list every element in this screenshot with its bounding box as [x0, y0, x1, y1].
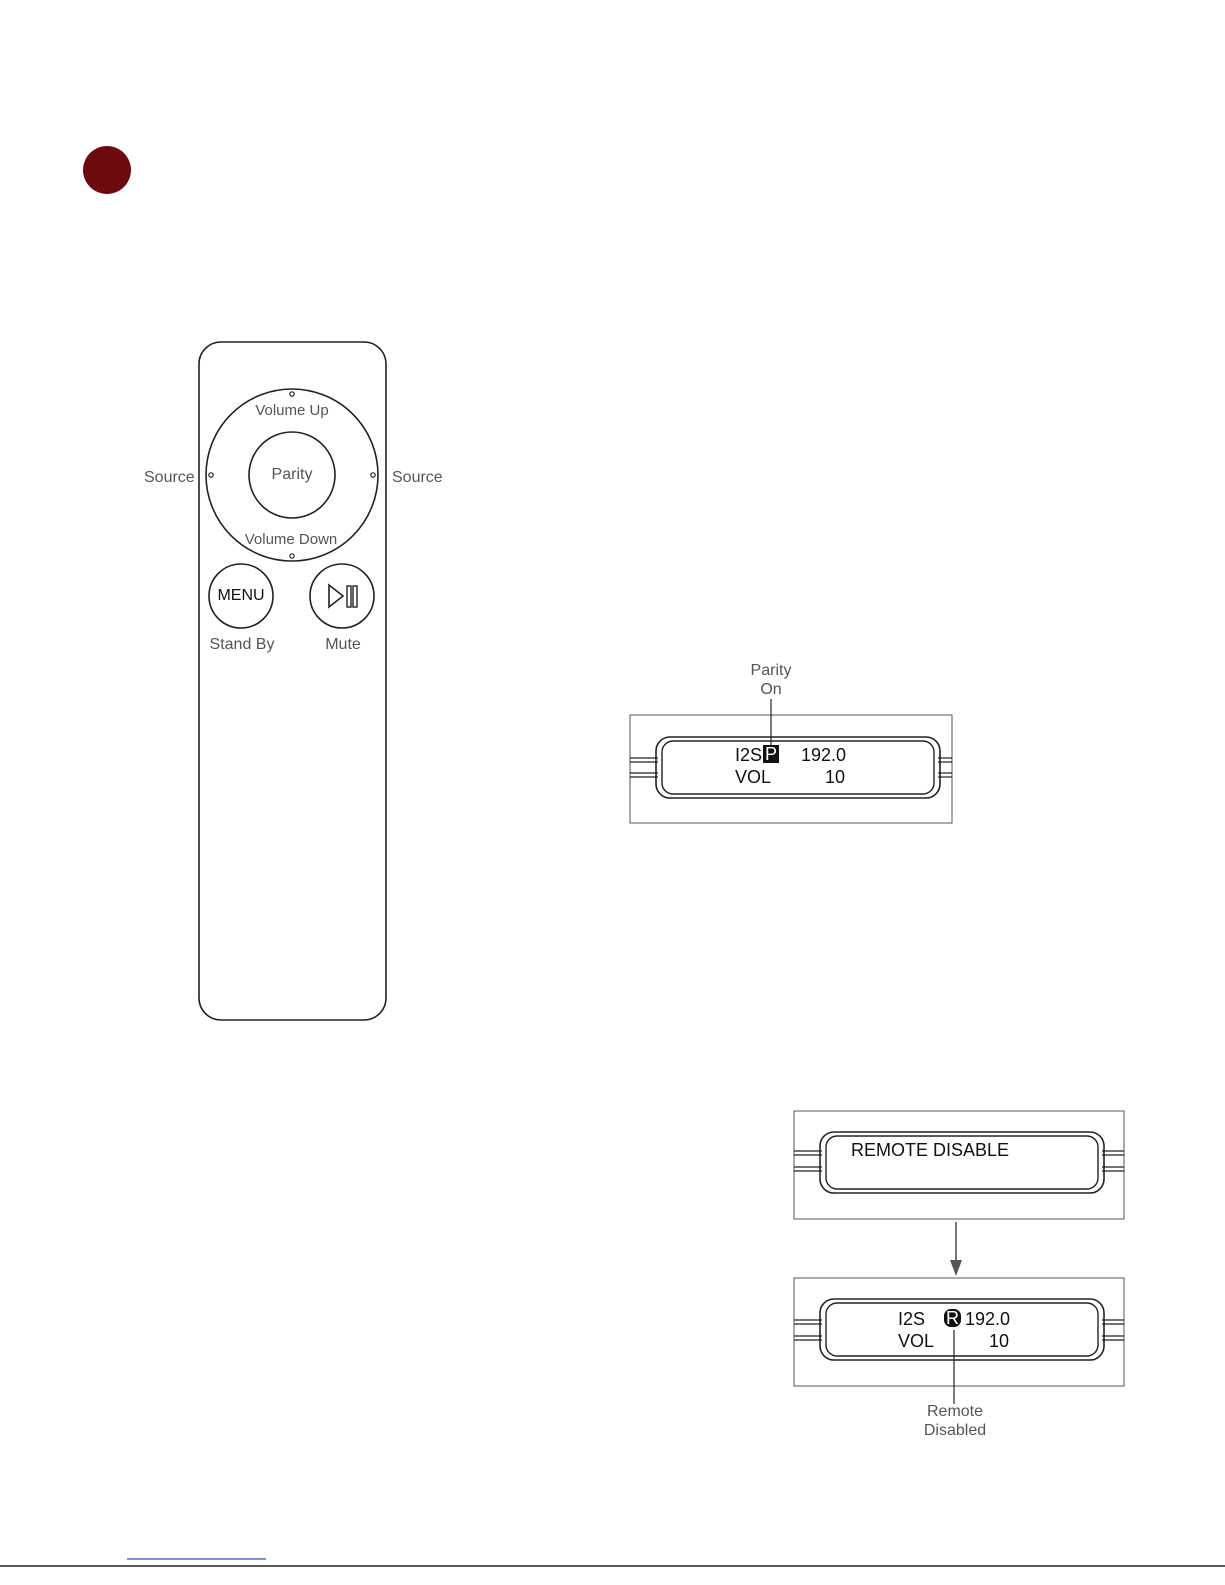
remote-vol-label: VOL [898, 1332, 934, 1350]
parity-vol-label: VOL [735, 768, 771, 786]
remote-vol-value: 10 [989, 1332, 1009, 1350]
remote-callout-line2: Disabled [924, 1423, 986, 1439]
remote-source-text: I2S [898, 1310, 925, 1328]
parity-label: Parity [272, 467, 313, 483]
down-arrow-icon [950, 1222, 962, 1276]
source-left-label: Source [144, 470, 195, 486]
volume-up-label: Volume Up [255, 403, 328, 418]
display-parity-frame [630, 699, 952, 823]
menu-button-label: MENU [217, 588, 264, 604]
mute-label: Mute [325, 637, 361, 653]
parity-rate-text: 192.0 [801, 746, 846, 764]
stand-by-label: Stand By [210, 637, 275, 653]
remote-rate-text: 192.0 [965, 1310, 1010, 1328]
volume-down-label: Volume Down [245, 532, 338, 547]
parity-flag: P [763, 745, 779, 763]
display-remote-disable-frame [794, 1111, 1124, 1219]
display-remote-status-frame [794, 1278, 1124, 1404]
remote-body [199, 342, 386, 1020]
parity-vol-value: 10 [825, 768, 845, 786]
parity-callout-line1: Parity [751, 663, 792, 679]
remote-flag: R [944, 1309, 961, 1327]
source-right-label: Source [392, 470, 443, 486]
parity-source-text: I2S [735, 746, 762, 764]
remote-disable-message: REMOTE DISABLE [851, 1141, 1009, 1159]
remote-callout-line1: Remote [927, 1404, 983, 1420]
parity-callout-line2: On [760, 682, 781, 698]
